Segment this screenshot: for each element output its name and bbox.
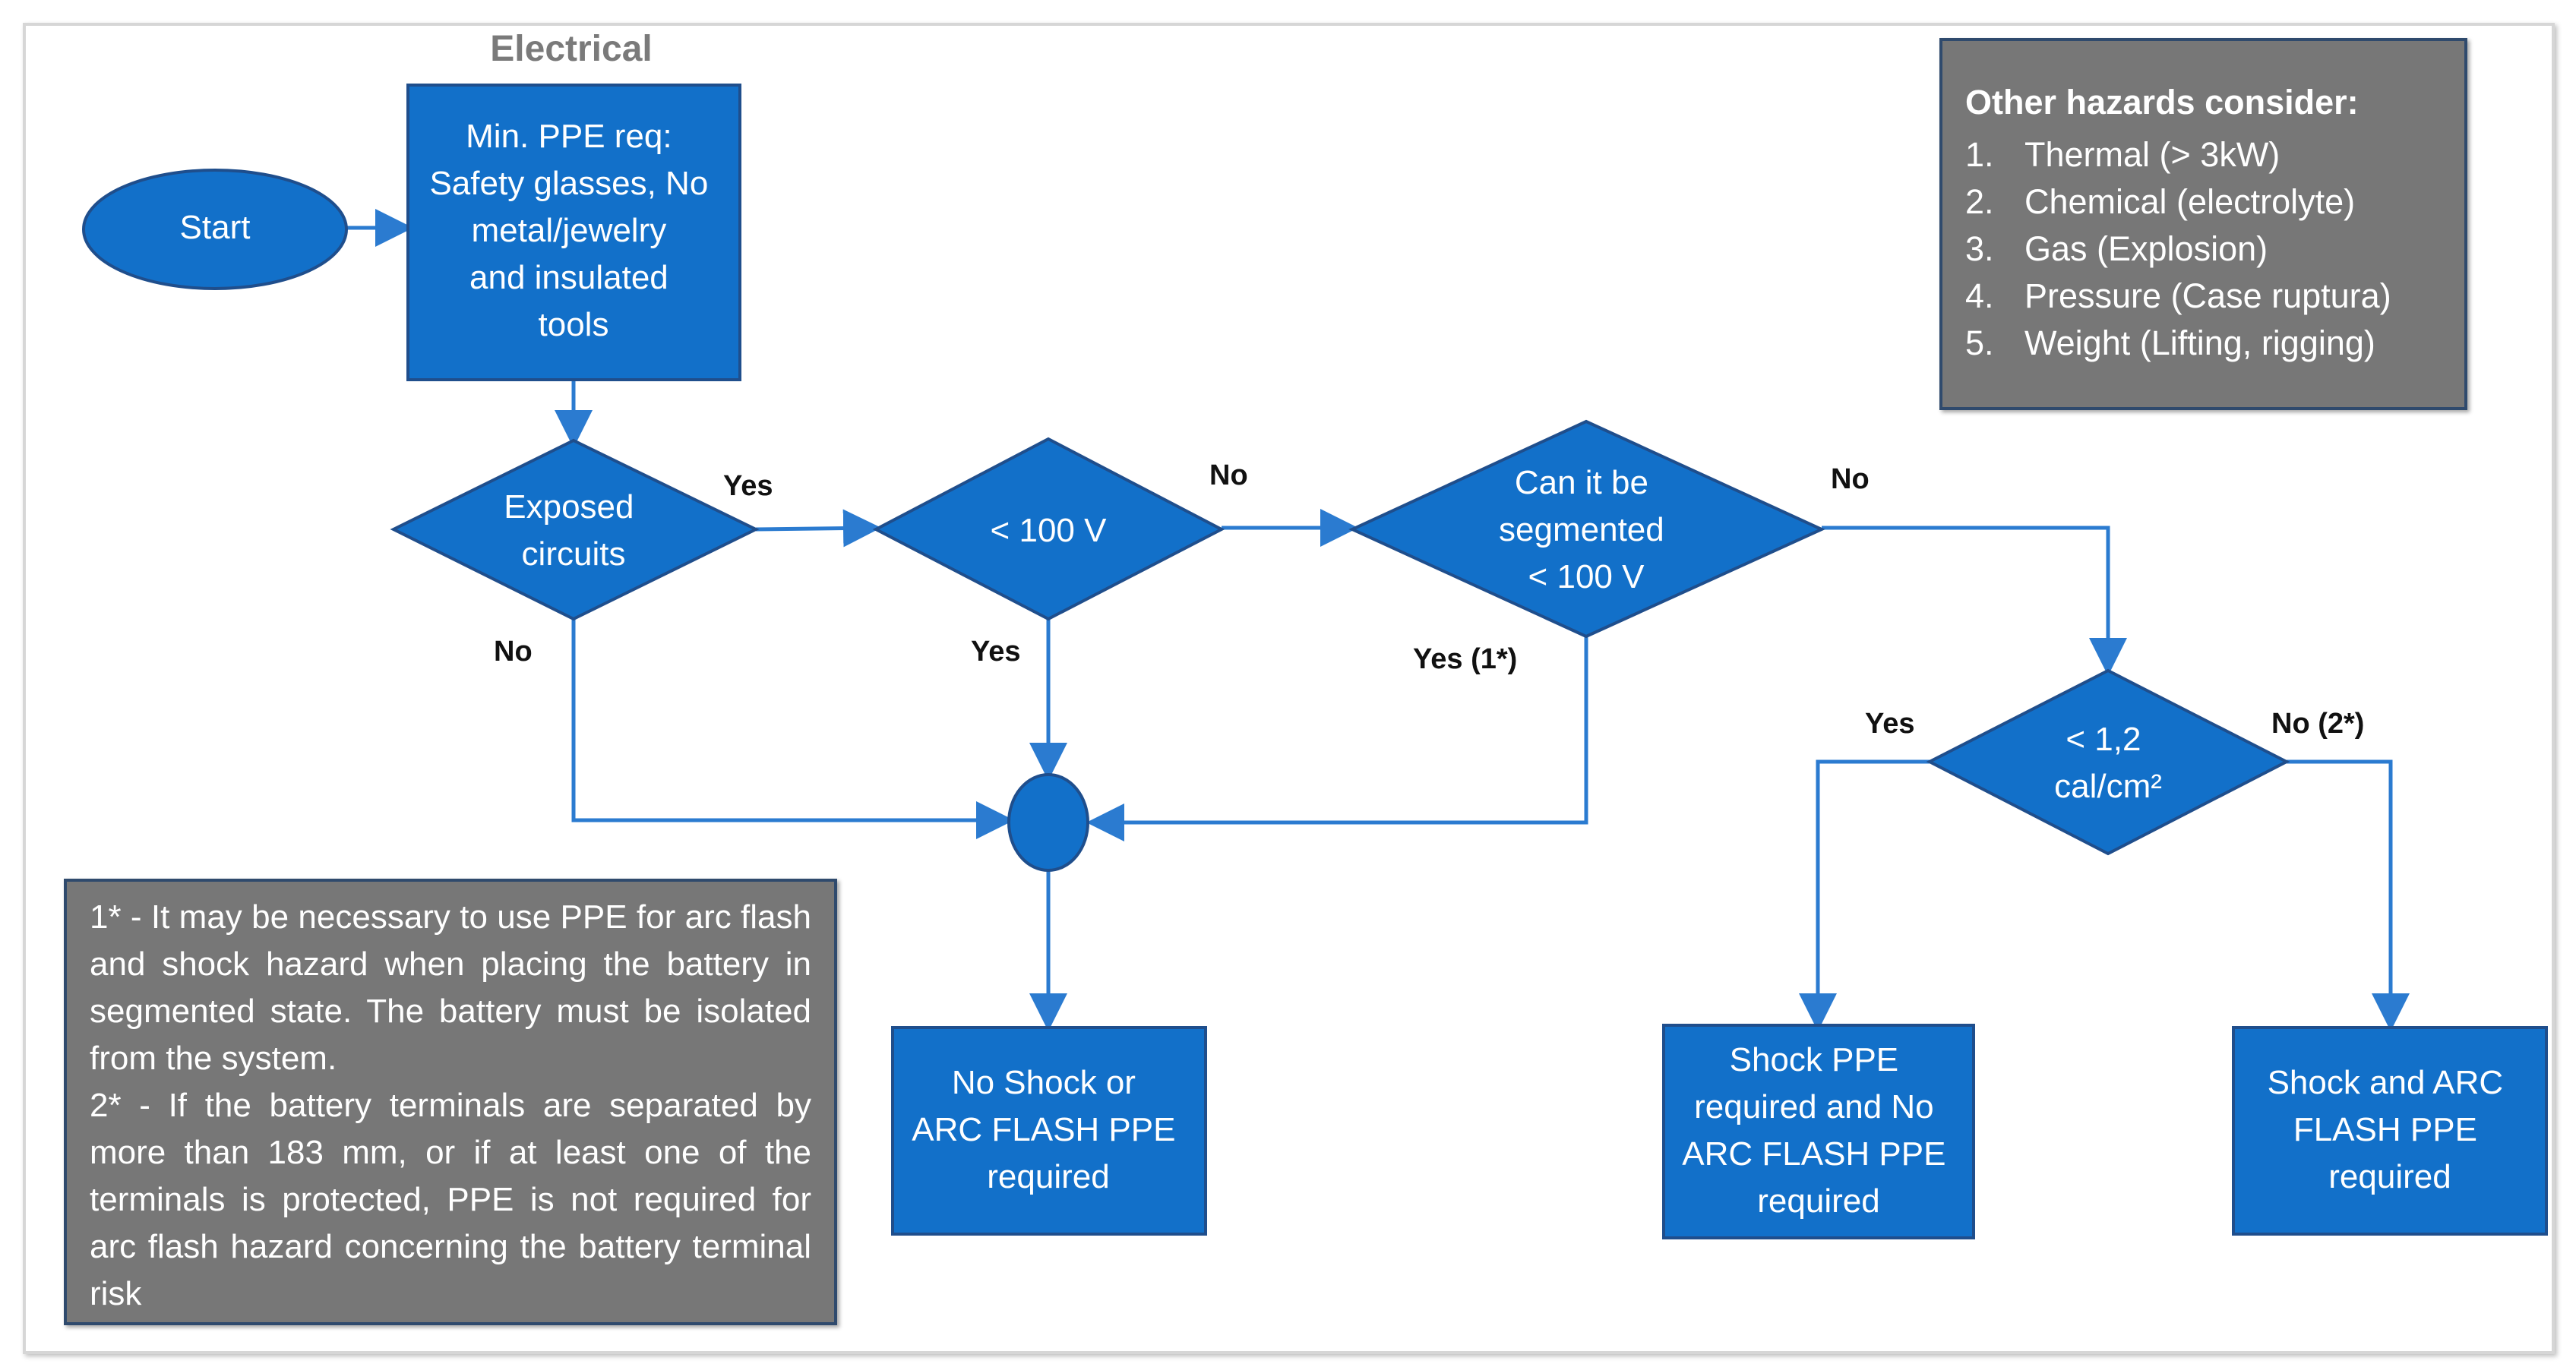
list-item-text: Thermal (> 3kW) [2024, 135, 2280, 174]
list-item: 3. Gas (Explosion) [1965, 226, 2442, 273]
edge-cal-yes [1799, 759, 1930, 1031]
min-ppe-line: Min. PPE req: [466, 118, 672, 155]
shock-arc-line: Shock and ARC [2268, 1064, 2504, 1101]
list-item-number: 3. [1965, 229, 1994, 268]
diagram-title: Electrical [490, 29, 652, 69]
min-ppe-line: Safety glasses, No [429, 165, 708, 202]
other-hazards-heading: Other hazards consider: [1965, 83, 2359, 122]
edge-label-segmented-no: No [1831, 463, 1870, 495]
no-shock-line: required [987, 1158, 1109, 1195]
cal-line: cal/cm² [2054, 768, 2162, 805]
decision-segmented: Can it be segmented < 100 V [1348, 419, 1825, 639]
list-item-number: 1. [1965, 135, 1994, 174]
shock-only-line: required and No [1694, 1088, 1934, 1125]
start-node: Start [82, 169, 348, 290]
min-ppe-line: tools [539, 306, 609, 343]
other-hazards-box: Other hazards consider: 1. Thermal (> 3kW… [1939, 38, 2467, 410]
edge-label-exposed-no: No [494, 636, 533, 668]
edge-label-exposed-yes: Yes [723, 470, 773, 502]
svg-text:< 1,2 cal/cm²: < 1,2 cal/cm² [2054, 721, 2162, 805]
list-item-number: 5. [1965, 324, 1994, 362]
edge-label-cal-no: No (2*) [2271, 708, 2364, 740]
min-ppe-box: Min. PPE req: Safety glasses, No metal/j… [406, 84, 741, 381]
svg-text:Min. PPE req: Safety gla: Min. PPE req: Safety glasses, No metal/j… [429, 118, 717, 343]
cal-line: < 1,2 [2066, 721, 2141, 758]
edge-cal-no [2287, 759, 2410, 1031]
connectors [347, 209, 2410, 1031]
edge-label-cal-yes: Yes [1865, 708, 1915, 740]
decision-cal-cm2: < 1,2 cal/cm² [1926, 668, 2290, 856]
list-item-text: Chemical (electrolyte) [2024, 182, 2356, 221]
segmented-line: Can it be [1515, 464, 1648, 501]
segmented-line: segmented [1499, 511, 1664, 548]
edge-segmented-no [1822, 526, 2127, 676]
svg-text:Shock and ARC FLASH PPE: Shock and ARC FLASH PPE required [2268, 1064, 2513, 1195]
list-item-text: Weight (Lifting, rigging) [2024, 324, 2375, 362]
decision-exposed-circuits: Exposed circuits [390, 438, 760, 621]
lt100-label: < 100 V [991, 512, 1108, 549]
decision-lt-100v: < 100 V [872, 437, 1225, 621]
outcome-shock-only: Shock PPE required and No ARC FLASH PPE … [1662, 1024, 1975, 1239]
edge-label-lt100-no: No [1209, 459, 1248, 491]
svg-text:Start: Start [180, 209, 251, 246]
no-shock-line: ARC FLASH PPE [912, 1111, 1175, 1148]
shock-arc-line: FLASH PPE [2293, 1111, 2477, 1148]
shock-only-line: required [1757, 1182, 1879, 1220]
exposed-line: circuits [522, 535, 626, 573]
min-ppe-line: metal/jewelry [472, 212, 667, 249]
list-item: 5. Weight (Lifting, rigging) [1965, 320, 2442, 367]
edge-exposed-yes [755, 509, 881, 548]
min-ppe-line: and insulated [469, 259, 668, 296]
footnotes-box: 1* - It may be necessary to use PPE for … [64, 879, 837, 1325]
list-item-text: Gas (Explosion) [2024, 229, 2268, 268]
other-hazards-list: 1. Thermal (> 3kW) 2. Chemical (electrolyt… [1965, 131, 2442, 367]
list-item: 2. Chemical (electrolyte) [1965, 178, 2442, 226]
exposed-line: Exposed [504, 488, 634, 526]
outcome-shock-and-arc: Shock and ARC FLASH PPE required [2232, 1026, 2548, 1236]
shock-arc-line: required [2328, 1158, 2451, 1195]
list-item-number: 2. [1965, 182, 1994, 221]
segmented-line: < 100 V [1528, 558, 1645, 595]
list-item-number: 4. [1965, 276, 1994, 315]
svg-text:Exposed circuits: Exposed circuits [504, 488, 643, 573]
edge-exposed-no [571, 619, 1014, 839]
svg-text:Can it be segmented: Can it be segmented < 100 V [1499, 464, 1674, 595]
edge-label-segmented-yes: Yes (1*) [1413, 643, 1517, 675]
list-item-text: Pressure (Case ruptura) [2024, 276, 2391, 315]
footnote-1: 1* - It may be necessary to use PPE for … [90, 898, 811, 1077]
shock-only-line: ARC FLASH PPE [1682, 1135, 1945, 1173]
footnote-2: 2* - If the battery terminals are separa… [90, 1087, 811, 1312]
outcome-no-shock: No Shock or ARC FLASH PPE required [891, 1026, 1207, 1236]
list-item: 4. Pressure (Case ruptura) [1965, 273, 2442, 320]
list-item: 1. Thermal (> 3kW) [1965, 131, 2442, 178]
edge-segmented-yes [1086, 634, 1588, 841]
svg-text:No Shock or ARC FLASH PP: No Shock or ARC FLASH PPE required [912, 1064, 1184, 1195]
no-shock-line: No Shock or [952, 1064, 1136, 1101]
junction-node [1007, 773, 1089, 872]
svg-text:Shock PPE required and N: Shock PPE required and No ARC FLASH PPE … [1682, 1041, 1955, 1220]
edge-label-lt100-yes: Yes [971, 636, 1021, 668]
svg-text:< 100 V: < 100 V [991, 512, 1108, 549]
start-label: Start [180, 209, 251, 246]
shock-only-line: Shock PPE [1730, 1041, 1899, 1078]
